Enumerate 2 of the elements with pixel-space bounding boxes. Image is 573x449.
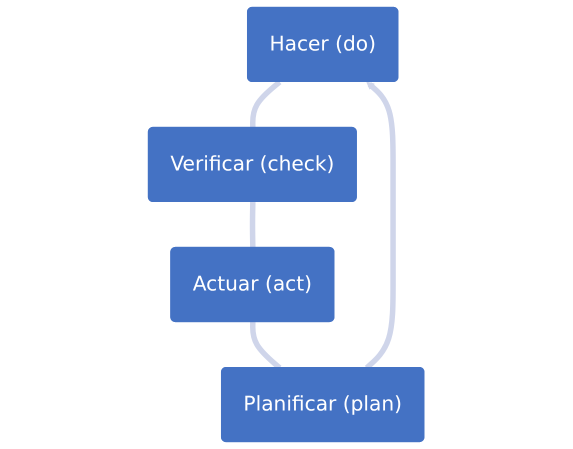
connector <box>250 202 256 248</box>
connector <box>250 80 282 128</box>
